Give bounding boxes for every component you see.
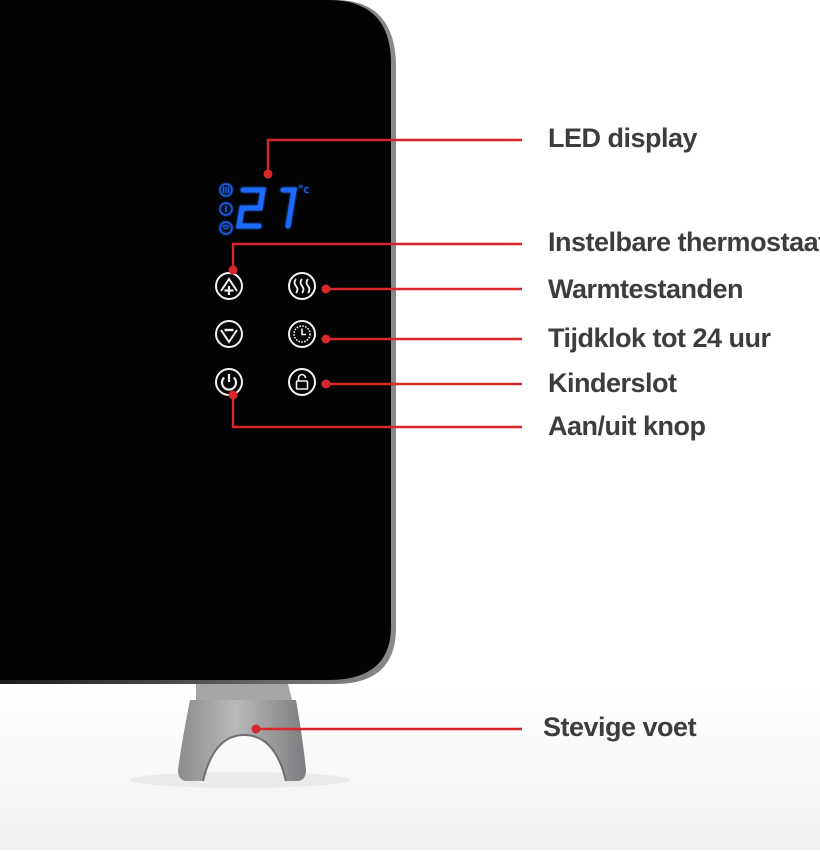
leader-dots — [228, 169, 331, 734]
callout-label-led-display: LED display — [548, 123, 698, 153]
power-button[interactable] — [215, 368, 243, 396]
callout-label-heat-modes: Warmtestanden — [548, 274, 744, 304]
heater-glass-panel — [0, 0, 391, 680]
lock-icon — [295, 373, 309, 390]
minus-button[interactable] — [215, 320, 243, 348]
floor — [0, 690, 820, 850]
leader-lines — [231, 138, 522, 731]
power-icon — [220, 374, 238, 391]
led-display: °c — [219, 183, 310, 235]
leader-line-power — [231, 395, 522, 429]
callout-label-thermostat: Instelbare thermostaat — [548, 227, 820, 257]
timer-button[interactable] — [288, 320, 316, 348]
callout-label-foot: Stevige voet — [543, 712, 697, 742]
callout-label-power: Aan/uit knop — [548, 411, 706, 441]
callout-label-child-lock: Kinderslot — [548, 368, 677, 398]
heat-waves-icon — [293, 278, 311, 294]
leader-line-led — [266, 138, 522, 172]
child-lock-button[interactable] — [288, 368, 316, 396]
heater-foot — [178, 684, 306, 782]
foot-shadow — [130, 772, 350, 788]
plus-button[interactable] — [215, 272, 243, 300]
digit-1 — [280, 187, 297, 229]
leader-line-thermostat — [231, 242, 522, 272]
heat-mode-button[interactable] — [288, 272, 316, 300]
callout-label-timer: Tijdklok tot 24 uur — [548, 323, 771, 353]
status-icon-heat — [219, 183, 233, 197]
digit-2 — [236, 187, 266, 229]
status-icon-info — [219, 202, 233, 216]
plus-icon — [224, 286, 234, 295]
status-icon-wifi — [219, 221, 233, 235]
clock-icon — [293, 325, 311, 343]
degree-unit-symbol: °c — [298, 183, 310, 196]
